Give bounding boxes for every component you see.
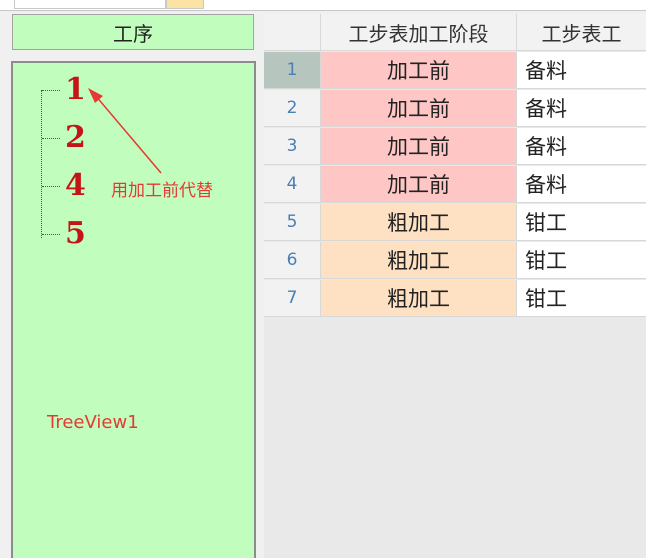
table-row[interactable]: 3 加工前 备料 bbox=[264, 128, 646, 165]
step-cell[interactable]: 备料 bbox=[517, 52, 646, 89]
row-number[interactable]: 2 bbox=[264, 90, 321, 127]
table-row[interactable]: 6 粗加工 钳工 bbox=[264, 242, 646, 279]
row-number[interactable]: 6 bbox=[264, 242, 321, 279]
tree-node-4[interactable]: 4 bbox=[65, 168, 86, 203]
tree-node-5[interactable]: 5 bbox=[65, 216, 86, 251]
process-step-grid[interactable]: 工步表加工阶段 工步表工 1 加工前 备料 2 加工前 备料 3 加工前 备料 … bbox=[264, 14, 646, 558]
phase-cell[interactable]: 粗加工 bbox=[321, 242, 517, 279]
step-cell[interactable]: 钳工 bbox=[517, 242, 646, 279]
column-header-phase[interactable]: 工步表加工阶段 bbox=[321, 14, 517, 51]
toolbar-input[interactable] bbox=[14, 0, 166, 9]
step-cell[interactable]: 钳工 bbox=[517, 280, 646, 317]
toolbar-button[interactable] bbox=[166, 0, 204, 9]
table-row[interactable]: 7 粗加工 钳工 bbox=[264, 280, 646, 317]
phase-cell[interactable]: 加工前 bbox=[321, 128, 517, 165]
tree-node-1[interactable]: 1 bbox=[65, 72, 86, 107]
row-number[interactable]: 1 bbox=[264, 52, 321, 89]
tree-connector bbox=[42, 234, 60, 235]
tree-connector-vertical bbox=[41, 90, 42, 238]
top-toolbar-strip bbox=[0, 0, 646, 11]
tree-connector bbox=[42, 186, 60, 187]
process-treeview[interactable]: 1 2 4 5 用加工前代替 TreeView1 bbox=[11, 61, 256, 558]
annotation-arrow-icon bbox=[88, 88, 162, 174]
step-cell[interactable]: 备料 bbox=[517, 128, 646, 165]
table-row[interactable]: 2 加工前 备料 bbox=[264, 90, 646, 127]
phase-cell[interactable]: 加工前 bbox=[321, 52, 517, 89]
step-cell[interactable]: 钳工 bbox=[517, 204, 646, 241]
phase-cell[interactable]: 粗加工 bbox=[321, 280, 517, 317]
table-row[interactable]: 5 粗加工 钳工 bbox=[264, 204, 646, 241]
tree-connector bbox=[42, 90, 60, 91]
row-number[interactable]: 5 bbox=[264, 204, 321, 241]
row-number[interactable]: 7 bbox=[264, 280, 321, 317]
grid-header-row: 工步表加工阶段 工步表工 bbox=[264, 14, 646, 51]
process-header: 工序 bbox=[12, 14, 254, 50]
phase-cell[interactable]: 加工前 bbox=[321, 166, 517, 203]
row-number[interactable]: 4 bbox=[264, 166, 321, 203]
phase-cell[interactable]: 粗加工 bbox=[321, 204, 517, 241]
treeview-component-label: TreeView1 bbox=[47, 412, 139, 433]
tree-node-2[interactable]: 2 bbox=[65, 120, 86, 155]
step-cell[interactable]: 备料 bbox=[517, 166, 646, 203]
tree-connector bbox=[42, 138, 60, 139]
annotation-text: 用加工前代替 bbox=[111, 181, 213, 201]
process-header-label: 工序 bbox=[113, 21, 153, 46]
row-number[interactable]: 3 bbox=[264, 128, 321, 165]
table-row[interactable]: 1 加工前 备料 bbox=[264, 52, 646, 89]
grid-corner-cell[interactable] bbox=[264, 14, 321, 51]
column-header-step[interactable]: 工步表工 bbox=[517, 14, 646, 51]
step-cell[interactable]: 备料 bbox=[517, 90, 646, 127]
phase-cell[interactable]: 加工前 bbox=[321, 90, 517, 127]
table-row[interactable]: 4 加工前 备料 bbox=[264, 166, 646, 203]
